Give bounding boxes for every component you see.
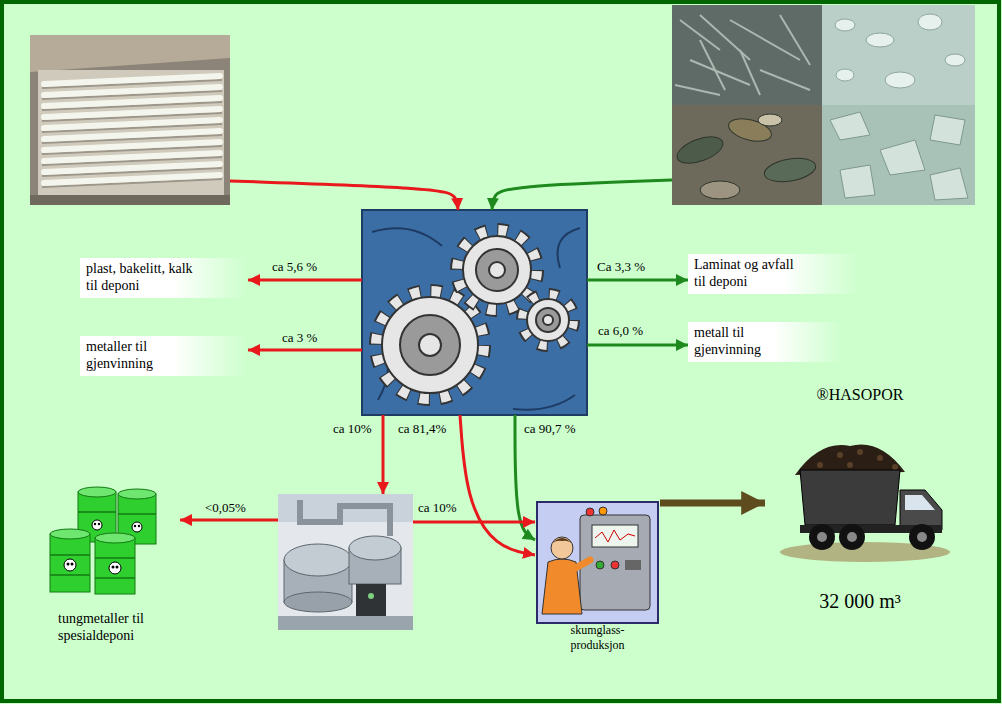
flow-arrow [230, 181, 458, 210]
output-box: Laminat og avfall til deponi [688, 254, 860, 294]
flow-arrow [180, 519, 278, 522]
sorting-machine-icon [362, 210, 587, 415]
product-truck: ®HASOPOR 32 000 m³ [765, 385, 955, 613]
percentage-label: <0,05% [205, 500, 246, 515]
input-photo [672, 5, 975, 205]
flow-arrow [587, 344, 688, 347]
truck-icon [780, 444, 950, 562]
tube-photo [30, 35, 230, 205]
sorting-machine [362, 210, 587, 415]
percentage-label: ca 6,0 % [598, 323, 643, 338]
node-caption: skumglass-produksjon [553, 623, 643, 652]
foam-glass-production: skumglass-produksjon [535, 500, 660, 652]
input-photo [30, 35, 230, 205]
output-box: metall til gjenvinning [688, 322, 843, 362]
treatment-plant [278, 494, 413, 630]
flow-arrow [248, 349, 362, 352]
output-label: metall til gjenvinning [694, 325, 785, 359]
flow-arrow [248, 279, 362, 282]
output-label: metaller til gjenvinning [86, 339, 188, 373]
glass-photo [672, 5, 975, 205]
special-deposit: tungmetaller til spesialdeponi [40, 485, 180, 645]
output-label: plast, bakelitt, kalk til deponi [86, 261, 198, 295]
percentage-label: ca 81,4% [398, 421, 446, 436]
percentage-label: ca 90,7 % [524, 421, 576, 436]
percentage-label: ca 10% [418, 500, 457, 515]
node-caption: ®HASOPOR [817, 385, 904, 404]
flow-arrow [492, 180, 672, 210]
hazard-barrels-icon [50, 487, 156, 594]
percentage-label: Ca 3,3 % [597, 259, 645, 274]
flow-arrow [660, 500, 765, 507]
flow-arrow [382, 415, 385, 494]
node-value: 32 000 m³ [819, 589, 901, 613]
flow-arrow [460, 415, 535, 555]
output-box: plast, bakelitt, kalk til deponi [80, 258, 248, 298]
output-label: Laminat og avfall til deponi [694, 257, 804, 291]
output-box: metaller til gjenvinning [80, 336, 248, 376]
flow-arrow [587, 279, 688, 282]
production-machine-icon [537, 502, 658, 623]
treatment-plant-icon [278, 494, 413, 630]
flow-arrow [413, 521, 535, 524]
percentage-label: ca 10% [333, 421, 372, 436]
node-caption: tungmetaller til spesialdeponi [58, 611, 180, 645]
percentage-label: ca 5,6 % [272, 259, 317, 274]
percentage-label: ca 3 % [282, 330, 317, 345]
